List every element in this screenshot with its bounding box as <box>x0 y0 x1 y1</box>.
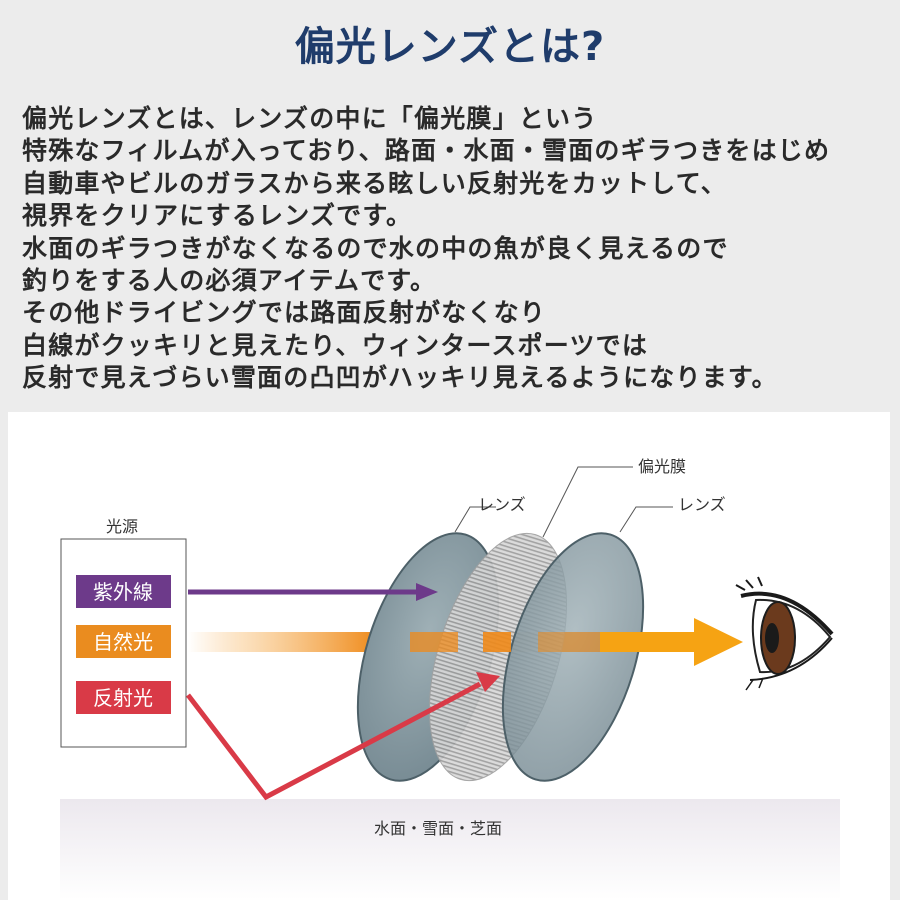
polarized-lens-diagram: 水面・雪面・芝面 光源 紫外線 自然光 反射光 レン <box>8 412 890 900</box>
uv-label: 紫外線 <box>93 580 153 604</box>
diagram-canvas: 水面・雪面・芝面 光源 紫外線 自然光 反射光 レン <box>60 457 840 900</box>
reflected-light-arrowhead <box>476 672 500 692</box>
natural-light-arrowhead <box>694 618 743 666</box>
surface-band <box>60 799 840 900</box>
intro-line: 反射で見えづらい雪面の凸凹がハッキリ見えるようになります。 <box>22 363 778 393</box>
uv-badge <box>76 575 171 608</box>
natural-light-exit <box>600 632 696 652</box>
film-callout <box>542 466 633 538</box>
intro-line: 偏光レンズとは、レンズの中に「偏光膜」という <box>22 104 598 133</box>
intro-line: その他ドライビングでは路面反射がなくなり <box>22 298 547 328</box>
reflected-light-path <box>186 681 482 801</box>
light-source-label: 光源 <box>106 517 138 536</box>
beam-in-left-lens <box>410 632 458 652</box>
beam-in-film <box>483 632 511 652</box>
surface-label: 水面・雪面・芝面 <box>374 819 502 838</box>
reflected-light-badge <box>76 681 171 714</box>
intro-line: 自動車やビルのガラスから来る眩しい反射光をカットして、 <box>22 168 727 198</box>
eye-icon <box>735 576 834 691</box>
left-lens-label: レンズ <box>478 495 526 514</box>
intro-line: 白線がクッキリと見えたり、ウィンタースポーツでは <box>22 330 649 360</box>
natural-light-label: 自然光 <box>93 630 153 654</box>
intro-line: 水面のギラつきがなくなるので水の中の魚が良く見えるので <box>22 233 729 263</box>
beam-in-right-lens <box>538 632 600 652</box>
reflected-light-label: 反射光 <box>93 686 153 710</box>
polarizing-film-label: 偏光膜 <box>638 457 686 476</box>
left-lens-callout <box>454 506 496 533</box>
page-title: 偏光レンズとは? <box>294 24 606 70</box>
natural-light-badge <box>76 625 171 658</box>
intro-line: 特殊なフィルムが入っており、路面・水面・雪面のギラつきをはじめ <box>22 136 831 166</box>
right-lens-callout <box>619 506 673 533</box>
intro-text: 偏光レンズとは、レンズの中に「偏光膜」という 特殊なフィルムが入っており、路面・… <box>22 103 892 395</box>
intro-line: 視界をクリアにするレンズです。 <box>22 201 413 231</box>
uv-arrowhead <box>416 583 438 601</box>
right-lens-label: レンズ <box>678 495 726 514</box>
right-lens <box>501 532 645 782</box>
intro-line: 釣りをする人の必須アイテムです。 <box>22 266 437 296</box>
